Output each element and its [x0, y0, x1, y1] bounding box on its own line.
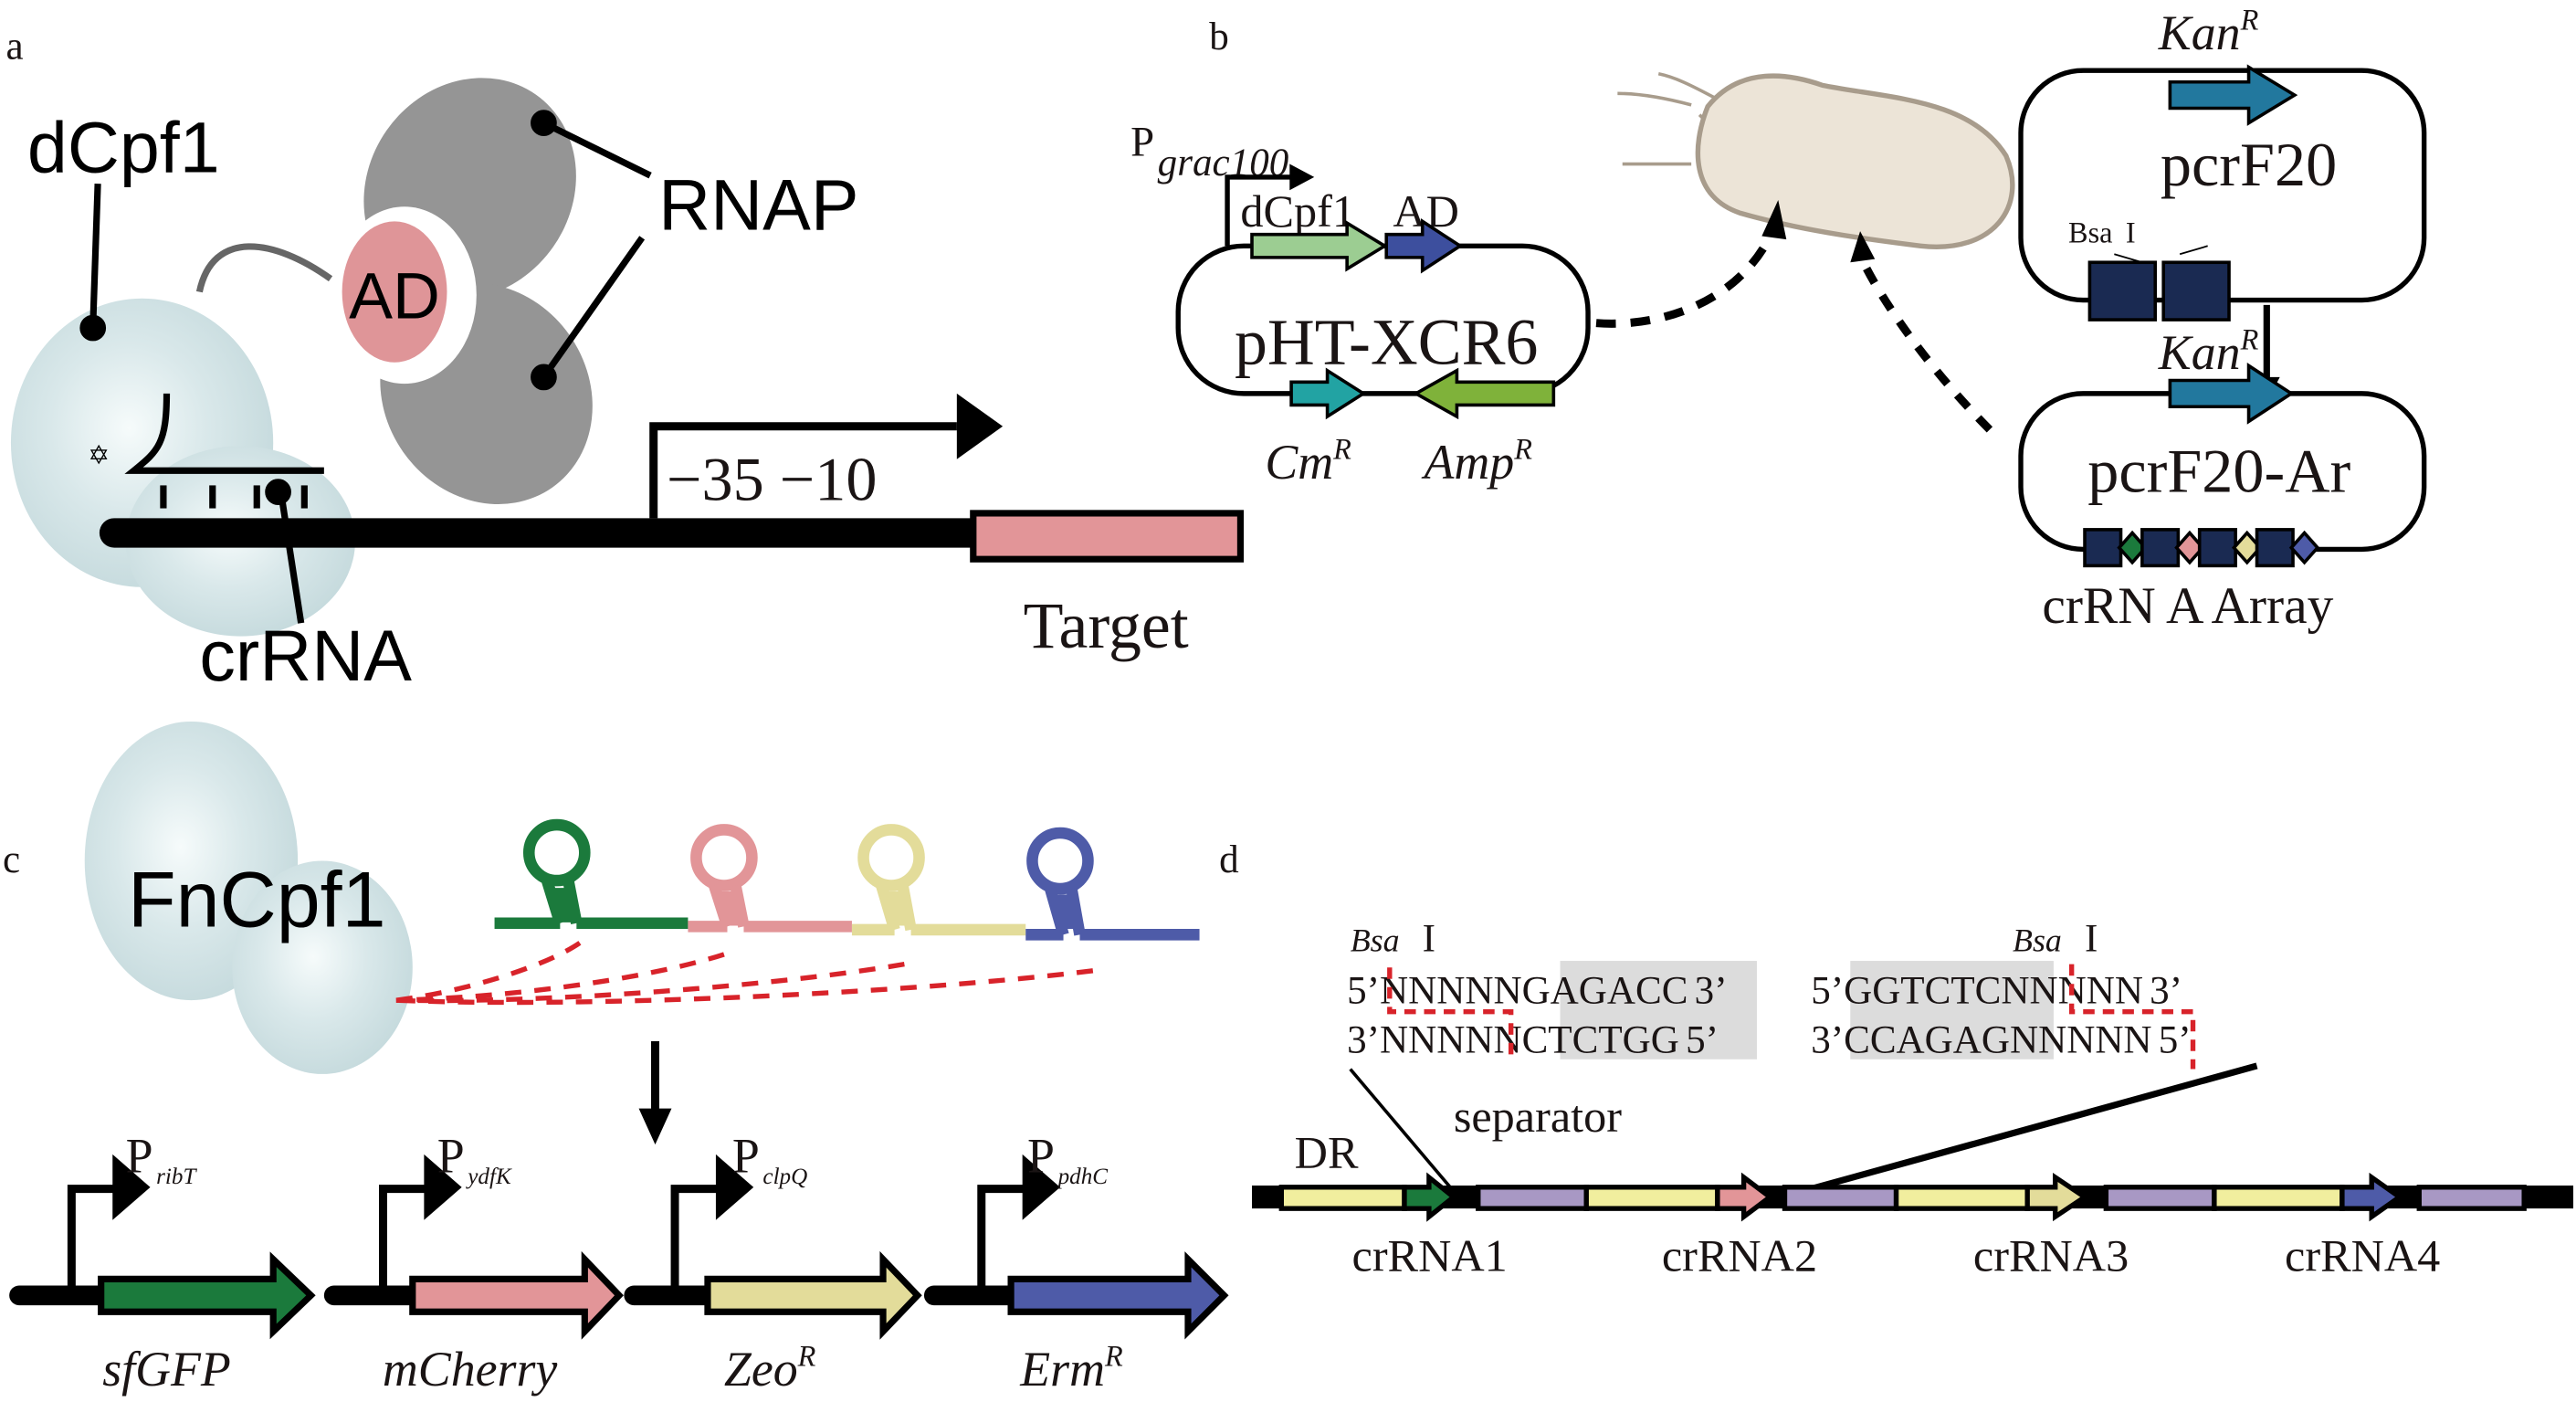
ad-linker	[195, 243, 333, 293]
bsai-block-right	[2161, 260, 2231, 322]
cut-site-lines	[1387, 964, 2196, 1070]
dcpf1-label: dCpf1	[27, 107, 220, 188]
hairpin-green	[494, 818, 689, 930]
bsai-block-left	[2087, 260, 2158, 322]
kanr-top-label: KanR	[2158, 3, 2259, 60]
transform-arrow-2	[1859, 260, 1993, 433]
panel-letter-c: c	[3, 838, 20, 881]
plasmid-pcrf20-ar-label: pcrF20-Ar	[2087, 437, 2350, 506]
crrna-array-label: crRN A Array	[2042, 577, 2333, 635]
crrna-guide	[124, 393, 324, 509]
target-gene	[970, 510, 1245, 563]
crrna-hairpins	[494, 818, 1200, 941]
kanr-top-arrow	[2168, 64, 2298, 126]
svg-text:crRNA2: crRNA2	[1662, 1229, 1817, 1281]
ad-gene-arrow	[1384, 218, 1464, 274]
dcpf1-gene-label: dCpf1	[1240, 185, 1355, 237]
panel-letter-b: b	[1209, 16, 1229, 58]
processing-lines	[395, 941, 1094, 1006]
hairpin-yellow	[851, 824, 1026, 936]
cmr-label: CmR	[1265, 433, 1351, 490]
fncpf1-label: FnCpf1	[128, 856, 386, 943]
cmr-gene-arrow	[1289, 367, 1367, 420]
dcpf1-gene-arrow	[1250, 219, 1388, 272]
zeor-gene-arrow	[704, 1250, 922, 1340]
promoter-elements-label: −35 −10	[667, 445, 877, 514]
svg-text:crRNA3: crRNA3	[1973, 1229, 2129, 1281]
dr-label: DR	[1295, 1126, 1359, 1177]
ermr-label: ErmR	[1019, 1340, 1123, 1397]
transform-arrow-1	[1595, 227, 1778, 328]
plasmid-pcrf20-label: pcrF20	[2161, 130, 2337, 199]
sfgfp-label: sfGFP	[102, 1342, 231, 1397]
plasmid-pht-xcr6-label: pHT-XCR6	[1235, 306, 1538, 379]
kanr-bottom-arrow	[2168, 363, 2295, 425]
zoom-line-left	[1349, 1068, 1460, 1198]
crrna-labels: crRNA1 crRNA2 crRNA3 crRNA4	[1352, 1229, 2441, 1281]
target-label: Target	[1024, 589, 1189, 662]
panel-a: a AD dCpf1 RNAP crRNA	[6, 26, 1245, 696]
sfgfp-gene-arrow	[98, 1251, 316, 1340]
fncpf1-protein	[84, 721, 413, 1074]
svg-text:crRNA4: crRNA4	[2285, 1229, 2440, 1281]
promoter-arrow-icon	[649, 422, 957, 519]
ermr-gene-arrow	[1007, 1251, 1229, 1340]
crrna-label-a: crRNA	[199, 615, 412, 696]
ad-label: AD	[349, 259, 440, 332]
bacterium-cell	[1617, 72, 2015, 249]
leader-lines	[79, 110, 652, 624]
zoom-line-right	[1780, 1062, 2258, 1201]
hairpin-pink	[688, 824, 852, 933]
kanr-bottom-label: KanR	[2158, 322, 2259, 380]
rnap-label: RNAP	[658, 163, 858, 245]
panel-c: c FnCpf1	[3, 721, 1229, 1397]
crrna-array-blocks	[2083, 528, 2320, 568]
panel-letter-d: d	[1219, 838, 1239, 881]
grac100-promoter-arrow-icon	[1225, 174, 1295, 247]
separator-label: separator	[1454, 1091, 1622, 1142]
ad-domain	[342, 221, 447, 363]
star-icon: ✡	[88, 441, 110, 470]
crrna-array	[1252, 1172, 2574, 1222]
zeor-label: ZeoR	[724, 1340, 816, 1397]
svg-text:crRNA1: crRNA1	[1352, 1229, 1508, 1281]
hairpin-blue	[1025, 827, 1200, 941]
ampr-label: AmpR	[1422, 433, 1533, 490]
bsai-recognition-left	[1560, 961, 1757, 1059]
bsai-recognition-right	[1850, 961, 2054, 1059]
ampr-gene-arrow	[1412, 367, 1556, 420]
panel-letter-a: a	[6, 26, 24, 69]
mcherry-label: mCherry	[383, 1342, 558, 1397]
mcherry-gene-arrow	[409, 1250, 624, 1340]
